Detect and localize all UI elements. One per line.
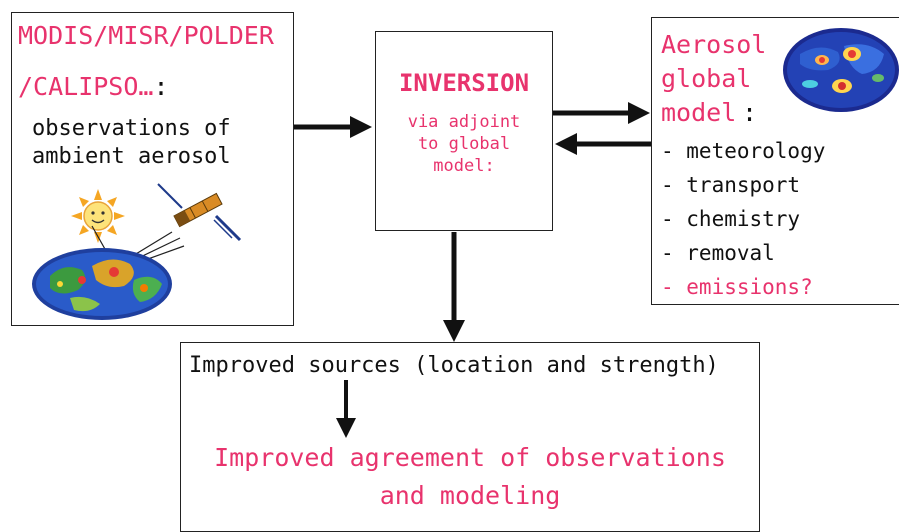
model-title-colon: : <box>742 98 758 127</box>
globe-map-icon <box>32 225 185 320</box>
instruments-colon: : <box>153 72 169 101</box>
inversion-title: INVERSION <box>398 69 530 97</box>
improved-sources-label: Improved sources (location and strength) <box>189 353 719 378</box>
model-process-list: - meteorology - transport - chemistry - rem… <box>661 134 825 304</box>
inversion-box: INVERSION via adjoint to global model: <box>375 31 553 231</box>
improved-agreement-label: Improved agreement of observations and m… <box>214 443 726 510</box>
observations-description-line2: ambient aerosol <box>32 144 231 169</box>
observations-box: MODIS/MISR/POLDER /CALIPSO…: observation… <box>11 12 294 326</box>
arrow-inversion-to-result <box>443 232 465 342</box>
arrow-inversion-to-model <box>553 102 650 124</box>
arrow-model-to-inversion <box>555 133 651 155</box>
instruments-label-line2: /CALIPSO…: <box>18 72 169 101</box>
satellite-icon <box>157 183 242 242</box>
inversion-subtitle: via adjoint to global model: <box>407 112 521 176</box>
result-box: Improved sources (location and strength)… <box>180 342 760 532</box>
sun-icon <box>71 189 125 243</box>
model-process-item: - removal <box>661 241 775 265</box>
aerosol-model-box: Aerosol global model : - meteorology - tr… <box>651 17 899 305</box>
model-process-item: - meteorology <box>661 139 826 163</box>
model-process-item: - emissions? <box>661 275 813 299</box>
observations-description-line1: observations of <box>32 116 231 141</box>
model-process-item: - transport <box>661 173 801 197</box>
instruments-label-line2-text: /CALIPSO… <box>18 72 154 101</box>
model-title: Aerosol global model <box>661 30 767 127</box>
model-process-item: - chemistry <box>661 207 801 231</box>
arrow-observations-to-inversion <box>294 116 372 138</box>
instruments-label-line1: MODIS/MISR/POLDER <box>18 21 274 50</box>
globe-emissions-map-icon <box>783 28 899 112</box>
